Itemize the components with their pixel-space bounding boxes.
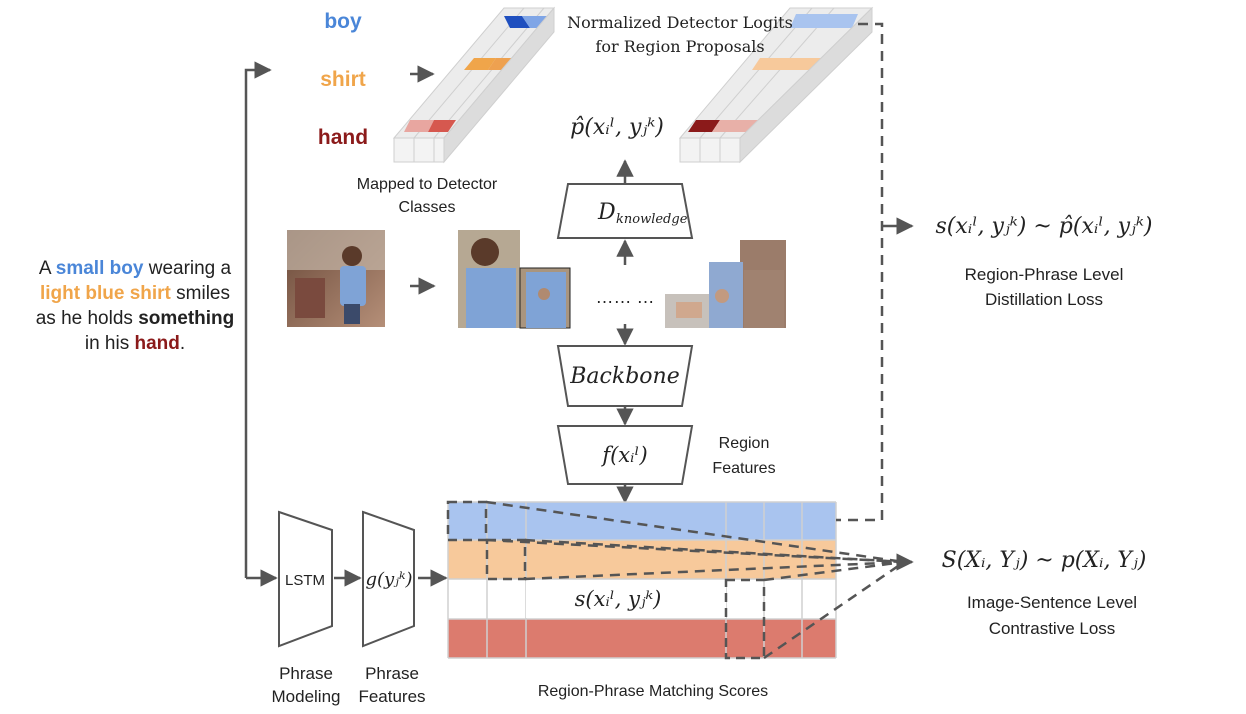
score-cell-label: s(xᵢˡ, yⱼᵏ) <box>575 587 662 611</box>
region-crop <box>665 294 709 328</box>
sentence-text: A <box>38 258 56 279</box>
f-label: f(xᵢˡ) <box>600 443 647 467</box>
p-hat-label: p̂(xᵢˡ, yⱼᵏ) <box>570 115 664 140</box>
phrase-modeling-line2: Modeling <box>272 687 341 706</box>
backbone-module: Backbone <box>556 345 694 407</box>
contrastive-loss-line1: Image-Sentence Level <box>967 593 1137 612</box>
region-crop <box>519 267 571 329</box>
phrase-feature-module: g(yⱼᵏ) <box>362 510 415 648</box>
sentence-phrase-hand: hand <box>134 333 180 354</box>
contrastive-loss-line2: Contrastive Loss <box>989 619 1116 638</box>
region-feature-module: f(xᵢˡ) <box>556 425 694 485</box>
region-features-line2: Features <box>712 460 775 477</box>
matching-score-matrix: s(xᵢˡ, yⱼᵏ) <box>446 500 837 660</box>
logits-title-line2: for Region Proposals <box>595 37 764 56</box>
d-knowledge-subscript: knowledge <box>616 212 688 227</box>
region-crop <box>709 262 743 328</box>
matching-scores-caption: Region-Phrase Matching Scores <box>538 683 768 700</box>
region-proposals: …… … <box>458 230 786 329</box>
region-crop <box>458 230 520 328</box>
region-crop <box>740 240 786 328</box>
sentence-phrase-shirt: light blue shirt <box>39 283 171 304</box>
sentence-text: in his <box>84 333 135 354</box>
loss-dashed-lines <box>485 22 905 660</box>
region-features-line1: Region <box>719 435 770 452</box>
mapped-label-line2: Classes <box>399 199 456 216</box>
input-sentence: A small boy wearing a light blue shirt s… <box>30 256 240 356</box>
distillation-loss-line2: Distillation Loss <box>985 290 1103 309</box>
phrase-hand-label: hand <box>318 126 368 149</box>
boy-logit-cell <box>504 16 530 28</box>
logits-title-line1: Normalized Detector Logits <box>567 13 793 32</box>
backbone-label: Backbone <box>569 364 679 389</box>
phrase-shirt-label: shirt <box>320 68 366 91</box>
ellipsis: …… … <box>595 287 654 307</box>
score-row-hand <box>448 619 836 658</box>
mapped-logits-tensor <box>392 6 556 164</box>
detector-logits-tensor <box>678 6 874 164</box>
phrase-modeling-line1: Phrase <box>279 664 333 683</box>
g-label: g(yⱼᵏ) <box>365 569 412 590</box>
sentence-routing <box>244 61 278 587</box>
d-knowledge-module: D knowledge <box>556 183 694 239</box>
sentence-text: wearing a <box>143 258 232 279</box>
mapped-label-line1: Mapped to Detector <box>357 176 498 193</box>
contrastive-equation: S(Xᵢ, Yⱼ) ~ p(Xᵢ, Yⱼ) <box>942 548 1147 573</box>
distillation-loss-line1: Region-Phrase Level <box>965 265 1124 284</box>
d-knowledge-symbol: D <box>597 200 616 225</box>
lstm-label: LSTM <box>285 572 325 589</box>
phrase-features-line2: Features <box>358 687 425 706</box>
lstm-module: LSTM <box>278 510 333 648</box>
phrase-features-line1: Phrase <box>365 664 419 683</box>
distillation-equation: s(xᵢˡ, yⱼᵏ) ~ p̂(xᵢˡ, yⱼᵏ) <box>936 214 1153 239</box>
sentence-phrase-boy: small boy <box>55 258 144 279</box>
sentence-text: smiles as he holds <box>35 283 230 329</box>
hand-logit-cell <box>404 120 434 132</box>
shirt-logit-cell <box>464 58 496 70</box>
center-arrows <box>410 159 634 504</box>
sentence-text: . <box>179 333 186 354</box>
score-row-boy <box>448 502 836 540</box>
score-row-shirt <box>448 540 836 579</box>
phrase-boy-label: boy <box>324 10 362 33</box>
sentence-phrase-something: something <box>138 308 235 329</box>
input-image <box>287 230 385 327</box>
